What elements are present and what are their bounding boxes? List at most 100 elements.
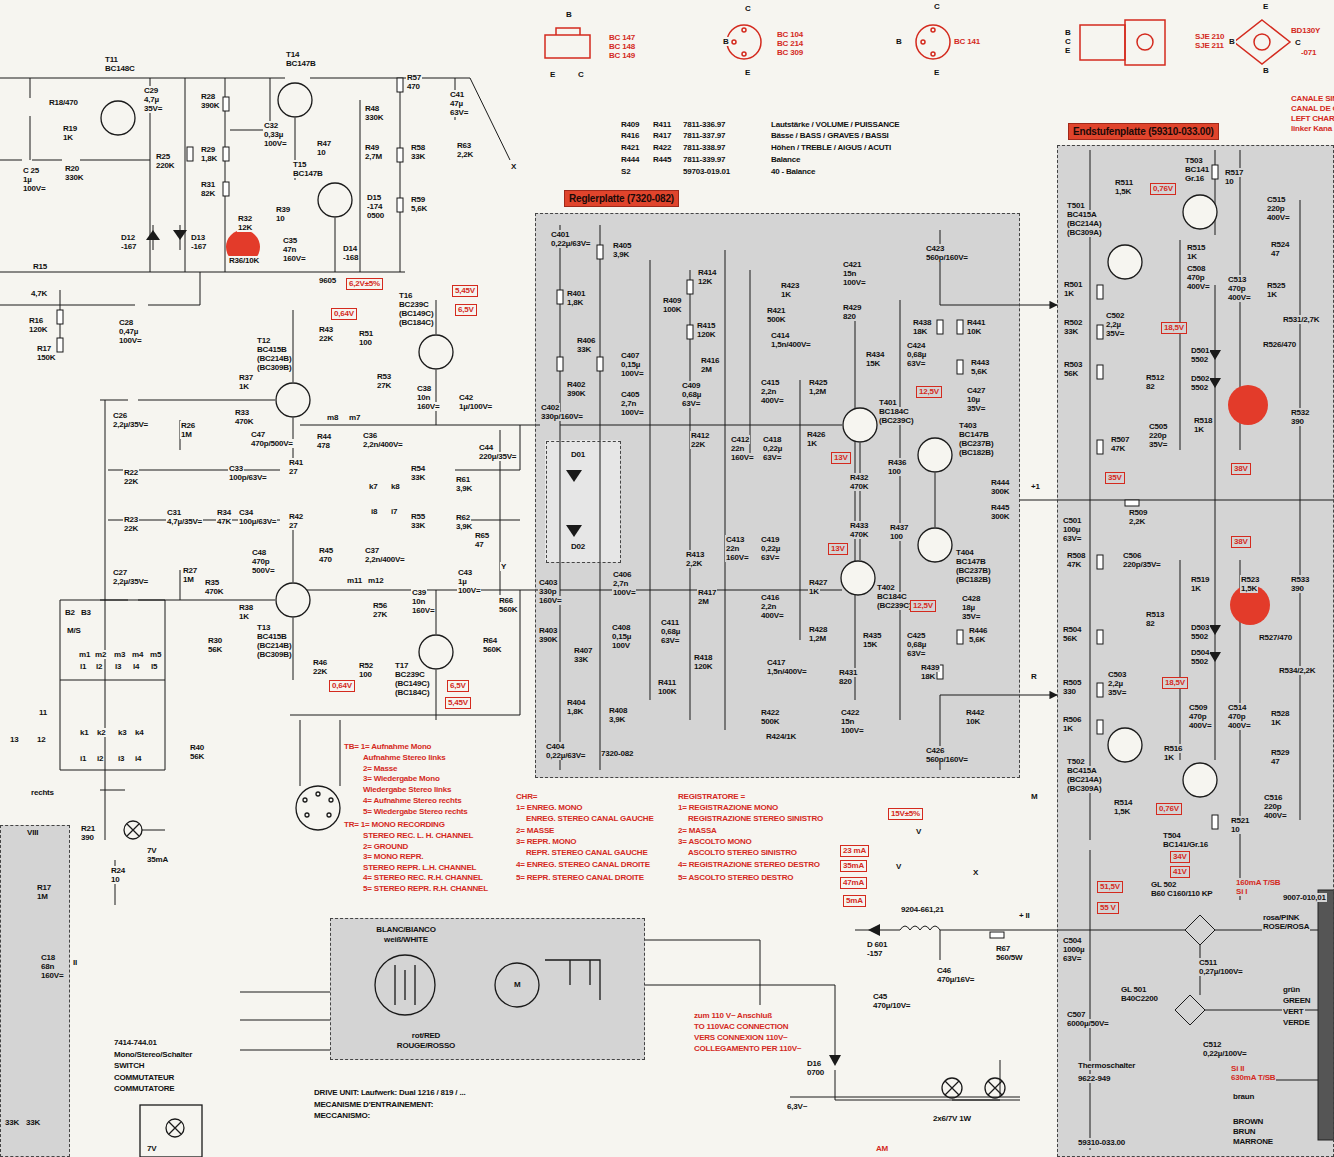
component-label: 59703-019.01 — [682, 167, 731, 176]
transistor-symbol — [1183, 763, 1217, 797]
component-label: C33 — [228, 464, 244, 473]
component-label: C417 — [766, 658, 786, 667]
component-label: 9622-949 — [1077, 1074, 1111, 1083]
component-label: 3,9K — [612, 250, 630, 259]
component-label: (BC239C) — [876, 601, 912, 610]
wire — [1175, 915, 1318, 1080]
component-label: R49 — [364, 143, 380, 152]
transistor-symbol — [1108, 728, 1142, 762]
component-label: R17 — [36, 344, 52, 353]
component-label: R65 — [474, 531, 490, 540]
component-label: BC415B — [256, 632, 287, 641]
wire — [290, 425, 520, 786]
component-label: C406 — [612, 570, 632, 579]
component-label: R37 — [238, 373, 254, 382]
component-label: 10K — [965, 717, 981, 726]
component-label: 63V= — [449, 108, 469, 117]
component-label: T15 — [292, 160, 307, 169]
component-label: D14 — [342, 244, 358, 253]
component-label: C46 — [936, 966, 952, 975]
voltage-callout: 55 V — [1097, 902, 1119, 914]
resistor-symbol — [57, 338, 63, 352]
component-label: C516 — [1263, 793, 1283, 802]
component-label: 160V= — [538, 596, 562, 605]
component-label: 10 — [110, 875, 121, 884]
component-label: 390 — [80, 833, 95, 842]
component-label: M — [513, 980, 521, 989]
component-label: -174 — [366, 202, 383, 211]
component-label: R41 — [288, 458, 304, 467]
note-text: 3= MONO REPR. — [362, 852, 424, 861]
component-label: C426 — [925, 746, 945, 755]
component-label: 3,9K — [455, 522, 473, 531]
component-label: C502 — [1105, 311, 1125, 320]
component-label: 400V= — [1188, 721, 1212, 730]
component-label: Bässe / BASS / GRAVES / BASSI — [770, 131, 890, 140]
component-label: 12 — [36, 735, 47, 744]
component-label: MECANISME D'ENTRAINEMENT: — [313, 1100, 434, 1109]
component-label: (BC149C) — [398, 309, 434, 318]
component-label: 0,22µ — [762, 444, 783, 453]
note-text: SJE 210 — [1194, 32, 1225, 41]
component-label: B — [1064, 28, 1072, 37]
component-label: R62 — [455, 513, 471, 522]
board-text: BLANC/BIANCO weiß/WHITE — [361, 925, 451, 945]
component-label: 33K — [25, 1118, 41, 1127]
component-label: R514 — [1113, 798, 1133, 807]
resistor-symbol — [223, 182, 229, 196]
resistor-symbol — [957, 630, 963, 644]
component-label: R434 — [865, 350, 885, 359]
package-outline — [1234, 20, 1290, 64]
package-outline — [545, 28, 590, 58]
component-label: 2,7n — [612, 579, 629, 588]
board-fill — [0, 825, 70, 1157]
component-label: (BC182B) — [958, 448, 994, 457]
component-label: C38 — [416, 384, 432, 393]
component-label: R28 — [200, 92, 216, 101]
component-label: R61 — [455, 475, 471, 484]
component-label: 0,33µ — [263, 130, 284, 139]
component-label: 7414-744.01 — [113, 1038, 158, 1047]
component-label: R39 — [275, 205, 291, 214]
component-label: 5502 — [1190, 355, 1209, 364]
component-label: -167 — [120, 242, 137, 251]
note-text: 4= STEREO REC. R.H. CHANNEL — [362, 873, 484, 882]
component-label: 15n — [840, 717, 855, 726]
resistor-symbol — [397, 198, 403, 212]
resistor-symbol — [597, 357, 603, 371]
component-label: m11 — [346, 576, 363, 585]
board-title: Endstufenplatte (59310-033.00) — [1068, 123, 1219, 140]
resistor-symbol — [937, 320, 943, 334]
component-label: BC147B — [292, 169, 323, 178]
component-label: 47K — [1066, 560, 1082, 569]
component-label: R401 — [566, 289, 586, 298]
transistor-symbol — [101, 83, 1217, 797]
component-label: 470K — [204, 587, 224, 596]
component-label: 1K — [1062, 724, 1074, 733]
note-text: 1= ENREG. MONO — [515, 803, 583, 812]
lamp-symbol — [166, 1119, 184, 1137]
component-label: 0,68µ — [681, 390, 702, 399]
component-label: R429 — [842, 303, 862, 312]
component-label: GL 502 — [1150, 880, 1177, 889]
component-label: 35V= — [1105, 329, 1125, 338]
component-label: R54 — [410, 464, 426, 473]
connector-symbol — [296, 786, 600, 1015]
component-label: 560K — [498, 605, 518, 614]
wire — [855, 930, 1185, 1100]
component-label: C422 — [840, 708, 860, 717]
component-label: C409 — [681, 381, 701, 390]
component-label: C503 — [1107, 670, 1127, 679]
component-label: (BC184C) — [394, 688, 430, 697]
resistor-symbol — [687, 325, 693, 339]
component-label: 4,7K — [30, 289, 48, 298]
note-text: COLLEGAMENTO PER 110V~ — [693, 1044, 802, 1053]
connector-symbol — [305, 813, 309, 817]
component-label: m12 — [367, 576, 384, 585]
component-label: R413 — [685, 550, 705, 559]
note-text: ASCOLTO STEREO SINISTRO — [687, 848, 798, 857]
component-label: 1M — [180, 430, 193, 439]
component-label: 1M — [182, 575, 195, 584]
